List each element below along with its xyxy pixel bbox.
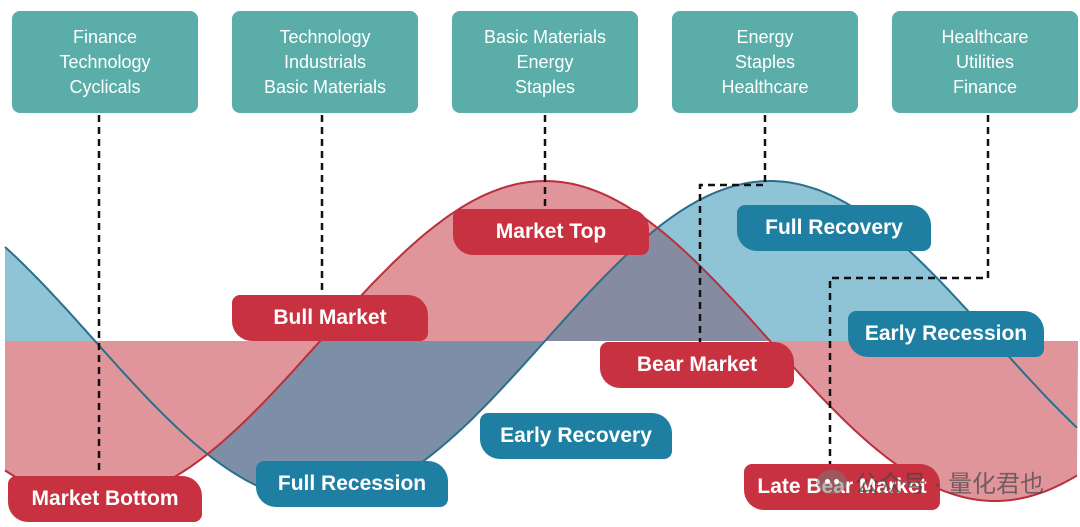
sector-box-market-bottom: Finance Technology Cyclicals: [12, 11, 198, 113]
sector-line: Technology: [279, 26, 371, 47]
watermark: 公众号 · 量化君也: [816, 464, 1044, 499]
sector-line: Basic Materials: [263, 76, 387, 97]
phase-early-recession: Early Recession: [848, 311, 1044, 357]
sector-box-late-bear-market: Healthcare Utilities Finance: [892, 11, 1078, 113]
sector-box-bear-market: Energy Staples Healthcare: [672, 11, 858, 113]
sector-line: Finance: [72, 26, 138, 47]
sector-line: Finance: [952, 76, 1018, 97]
sector-line: Technology: [59, 51, 151, 72]
sector-line: Healthcare: [721, 76, 809, 97]
phase-bull-market: Bull Market: [232, 295, 428, 341]
phase-market-bottom: Market Bottom: [8, 476, 202, 522]
sector-line: Staples: [734, 51, 796, 72]
connector-5: [828, 115, 990, 468]
phase-bear-market: Bear Market: [600, 342, 794, 388]
connector-4: [698, 115, 767, 342]
wechat-icon: [816, 469, 847, 494]
sector-box-market-top: Basic Materials Energy Staples: [452, 11, 638, 113]
sector-line: Industrials: [283, 51, 367, 72]
sector-line: Staples: [514, 76, 576, 97]
dashed-connectors: [97, 115, 990, 472]
phase-early-recovery: Early Recovery: [480, 413, 672, 459]
watermark-text: 公众号 · 量化君也: [854, 471, 1044, 498]
sector-line: Healthcare: [941, 26, 1029, 47]
phase-market-top: Market Top: [453, 209, 649, 255]
sector-line: Energy: [516, 51, 574, 72]
phase-full-recovery: Full Recovery: [737, 205, 931, 251]
sector-line: Cyclicals: [69, 76, 141, 97]
sector-box-bull-market: Technology Industrials Basic Materials: [232, 11, 418, 113]
phase-full-recession: Full Recession: [256, 461, 448, 507]
sector-line: Energy: [736, 26, 794, 47]
sector-line: Basic Materials: [483, 26, 607, 47]
sector-line: Utilities: [955, 51, 1014, 72]
